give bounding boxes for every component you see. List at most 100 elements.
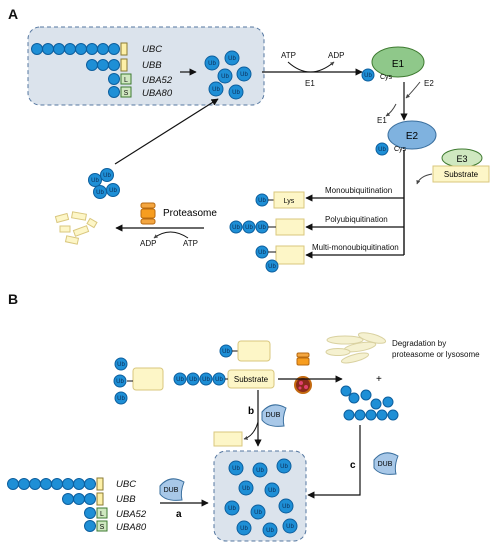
degradation-label-2: proteasome or lysosome [392, 350, 480, 359]
poly-ub-1: Ub [242, 220, 256, 234]
e2-cys-label: Cys [394, 146, 407, 153]
e2-label: E2 [406, 131, 419, 142]
freed-ub-b-4 [387, 409, 399, 421]
b-free-ub-4: Ub [264, 482, 280, 498]
dub-b-label: DUB [266, 412, 281, 419]
freed-ubiquitin-b [340, 385, 399, 421]
b-free-ub-7: Ub [278, 498, 294, 514]
svg-text:Ub: Ub [116, 379, 124, 385]
svg-text:Ub: Ub [208, 61, 216, 67]
svg-text:Ub: Ub [221, 74, 229, 80]
poly-substrate [275, 218, 305, 236]
svg-text:Ub: Ub [232, 225, 240, 231]
atp2-label: ATP [183, 239, 198, 248]
b-multi-ub-0: Ub [114, 357, 128, 371]
freed-ub-a-4 [382, 396, 394, 408]
dub-c-label: DUB [378, 461, 393, 468]
svg-text:Ub: Ub [258, 250, 266, 256]
label-a: a [176, 509, 182, 520]
e1-label: E1 [392, 59, 405, 70]
free-ub-5: Ub [228, 84, 244, 100]
e1-arrow-label: E1 [305, 79, 315, 88]
svg-text:Ub: Ub [228, 506, 236, 512]
multi-ub-1: Ub [265, 259, 279, 273]
b-free-ub-3: Ub [238, 480, 254, 496]
e1-cys-label: Cys [380, 74, 393, 81]
gene-ubb-label: UBB [142, 60, 162, 71]
atp-adp-arc [287, 61, 335, 73]
freed-ub-a-0 [340, 385, 352, 397]
svg-text:Ub: Ub [228, 56, 236, 62]
freed-ub-a-2 [360, 389, 372, 401]
proteasome-icon [140, 202, 156, 225]
freed-ub-b-1 [354, 409, 366, 421]
e3-substrate-label: Substrate [444, 170, 479, 179]
arrow-e1-out [385, 103, 397, 117]
b-ubb-gene-chain [62, 492, 104, 506]
freed-ub-b-2 [365, 409, 377, 421]
label-b: b [248, 406, 254, 417]
svg-text:Ub: Ub [103, 173, 111, 179]
recycled-ub-2: Ub [93, 185, 107, 199]
b-free-ub-1: Ub [252, 462, 268, 478]
svg-text:Ub: Ub [256, 468, 264, 474]
svg-text:Ub: Ub [242, 486, 250, 492]
proteasome-label: Proteasome [163, 208, 217, 219]
b-free-ub-2: Ub [276, 458, 292, 474]
e2-bound-ub-text: Ub [378, 147, 386, 153]
svg-text:Ub: Ub [245, 225, 253, 231]
b-poly-ub-1: Ub [186, 372, 200, 386]
freed-ub-b-3 [376, 409, 388, 421]
e2-bound-ub [375, 142, 389, 156]
poly-ub-2: Ub [255, 220, 269, 234]
dub-a-label: DUB [164, 487, 179, 494]
svg-text:Ub: Ub [268, 264, 276, 270]
b-multi-ub-1: Ub [113, 374, 127, 388]
recycled-ub-1: Ub [100, 168, 114, 182]
gene-ubc-label: UBC [142, 44, 162, 55]
mono-substrate [273, 191, 305, 209]
multi-ub-0: Ub [255, 245, 269, 259]
svg-text:Ub: Ub [282, 504, 290, 510]
lys-label: Lys [284, 198, 295, 205]
ubb-gene-chain [86, 58, 128, 72]
freed-ub-b-0 [343, 409, 355, 421]
plus-sign: + [376, 374, 382, 385]
svg-text:Ub: Ub [240, 526, 248, 532]
b-mono-ub-text: Ub [222, 349, 230, 355]
e1-bound-ub-text: Ub [364, 73, 372, 79]
proteasome-small-icon [296, 352, 310, 366]
svg-text:Ub: Ub [280, 464, 288, 470]
b-uba52-box-letter: L [100, 511, 104, 518]
e1-enzyme [371, 46, 425, 78]
arrow-e2-in [405, 81, 421, 99]
b-ubc-gene-chain [7, 477, 104, 491]
peptide-fragments-a [54, 211, 98, 245]
b-free-ub-9: Ub [262, 522, 278, 538]
panel-a-label: A [8, 6, 18, 22]
e2-enzyme [387, 120, 437, 150]
multi-substrate [275, 245, 305, 265]
svg-text:Ub: Ub [202, 377, 210, 383]
freed-ub-a-3 [370, 398, 382, 410]
svg-text:Ub: Ub [232, 90, 240, 96]
free-ub-2: Ub [217, 68, 233, 84]
peptide-fragments-b [325, 332, 387, 364]
free-ub-1: Ub [224, 50, 240, 66]
b-poly-ub-2: Ub [199, 372, 213, 386]
ubc-gene-chain [31, 42, 128, 56]
gene-uba52-label: UBA52 [142, 75, 173, 86]
b-gene-uba52-label: UBA52 [116, 509, 147, 520]
b-uba52-gene [84, 507, 108, 519]
b-poly-ub-0: Ub [173, 372, 187, 386]
arrow-e3-to-e2 [416, 173, 433, 185]
e3-label: E3 [456, 154, 467, 164]
svg-text:Ub: Ub [266, 528, 274, 534]
